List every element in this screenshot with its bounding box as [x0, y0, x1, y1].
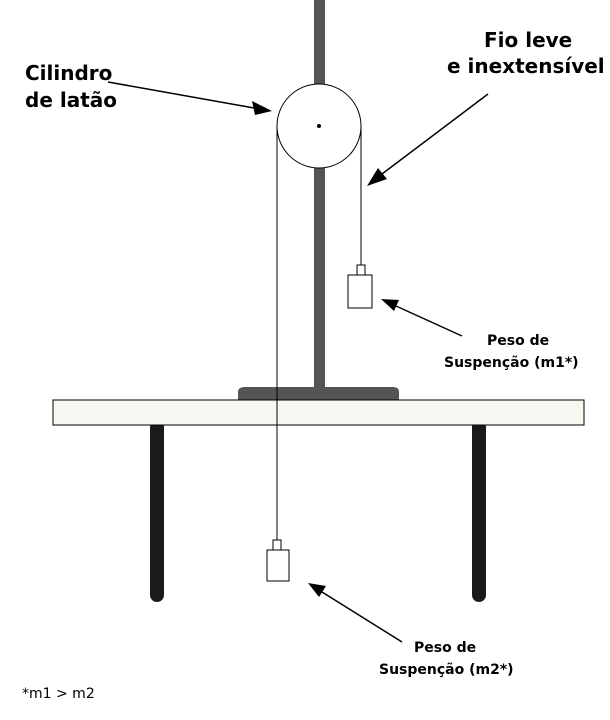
- stand-rod-upper: [314, 0, 325, 100]
- table-top: [52, 399, 585, 426]
- weight-m2-hook: [272, 539, 282, 551]
- stand-rod-lower: [314, 165, 325, 393]
- footnote-mass-relation: *m1 > m2: [22, 686, 95, 702]
- weight-m1-hook: [356, 264, 366, 276]
- weight-m2: [266, 549, 290, 582]
- pulley-axle: [317, 124, 321, 128]
- label-weight-m1-line1: Peso de: [487, 333, 549, 349]
- label-weight-m2-line1: Peso de: [414, 640, 476, 656]
- label-cylinder-line2: de latão: [25, 88, 117, 112]
- table-leg-left: [150, 420, 164, 602]
- arrow-weight-m2: [308, 583, 403, 643]
- label-cylinder-line1: Cilindro: [25, 61, 112, 85]
- label-string-line2: e inextensível: [447, 54, 605, 78]
- table-leg-right: [472, 420, 486, 602]
- label-weight-m2-line2: Suspenção (m2*): [379, 662, 514, 678]
- arrow-weight-m1: [381, 299, 463, 337]
- weight-m1: [347, 274, 373, 309]
- arrow-string: [367, 93, 489, 186]
- arrow-cylinder: [107, 81, 272, 115]
- label-string-line1: Fio leve: [484, 28, 572, 52]
- label-weight-m1-line2: Suspenção (m1*): [444, 355, 579, 371]
- stand-base: [238, 387, 399, 400]
